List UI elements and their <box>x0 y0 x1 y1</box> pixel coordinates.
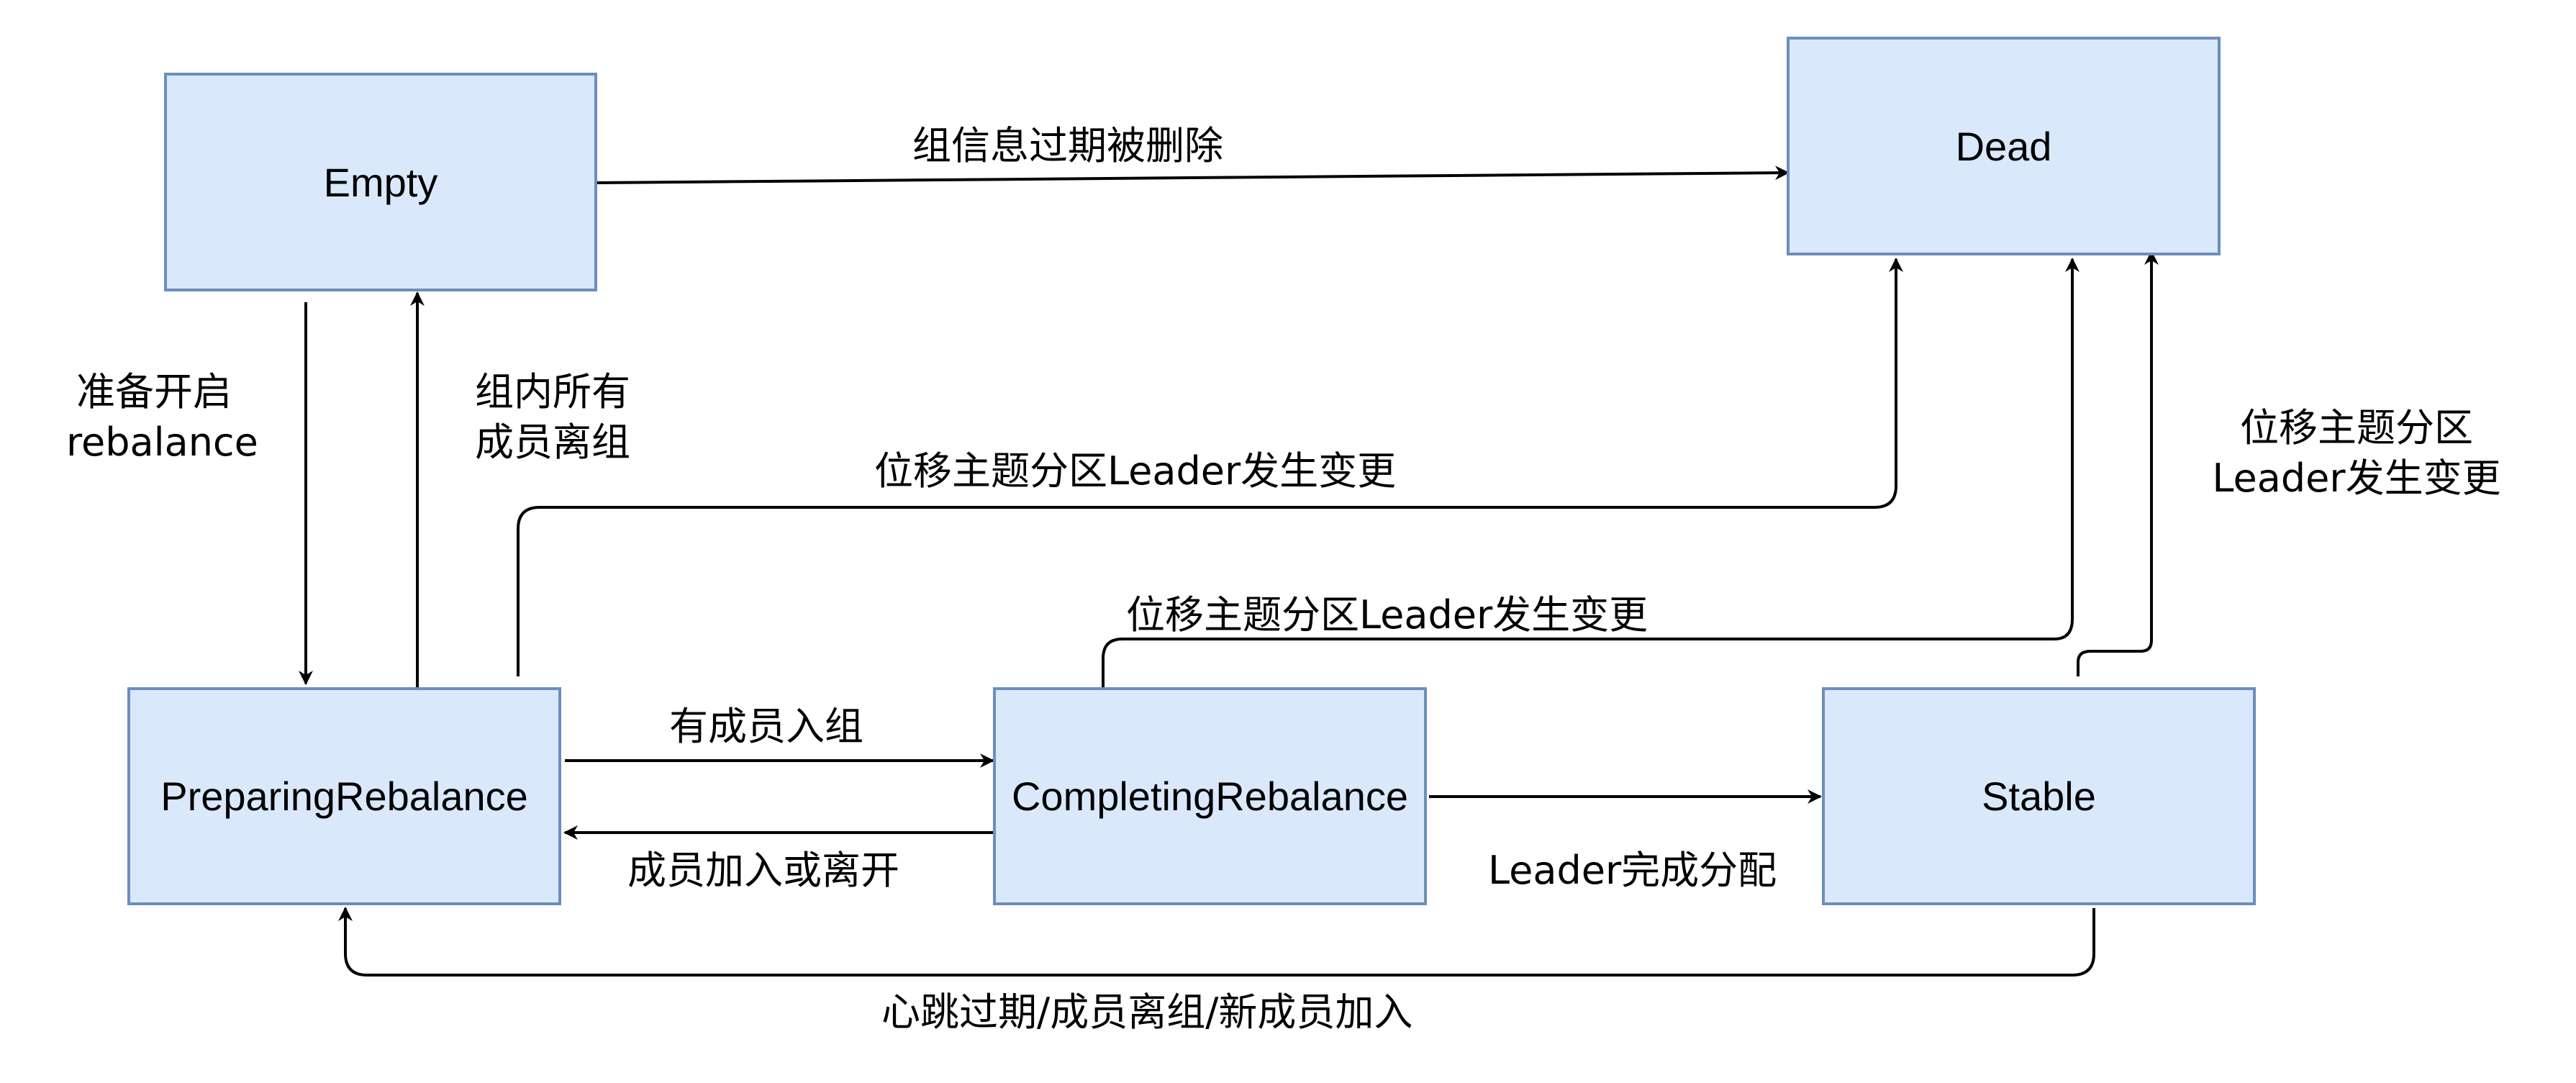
label-preparing-to-empty-line1: 组内所有 <box>475 369 630 414</box>
label-empty-to-preparing: 准备开启 rebalance <box>66 367 268 468</box>
label-stable-to-dead: 位移主题分区 Leader发生变更 <box>2191 403 2522 504</box>
label-preparing-to-empty-line2: 成员离组 <box>475 420 630 465</box>
label-empty-to-preparing-line1: 准备开启 <box>76 369 232 414</box>
state-completing-rebalance: CompletingRebalance <box>993 687 1427 905</box>
label-stable-to-dead-line1: 位移主题分区 <box>2240 405 2473 450</box>
state-dead: Dead <box>1787 37 2221 255</box>
label-completing-to-dead: 位移主题分区Leader发生变更 <box>1126 592 1648 638</box>
label-empty-to-preparing-line2: rebalance <box>66 420 258 465</box>
label-preparing-to-dead: 位移主题分区Leader发生变更 <box>874 448 1397 494</box>
state-preparing-rebalance: PreparingRebalance <box>127 687 561 905</box>
edge-stable-to-preparing <box>338 907 2095 976</box>
label-completing-to-stable: Leader完成分配 <box>1488 848 1777 893</box>
edge-stable-to-dead <box>2077 250 2159 676</box>
label-stable-to-preparing: 心跳过期/成员离组/新成员加入 <box>881 989 1413 1035</box>
edge-completing-to-dead <box>1102 258 2080 687</box>
edge-preparing-to-dead <box>517 258 1903 676</box>
label-preparing-to-empty: 组内所有 成员离组 <box>475 367 630 468</box>
state-empty: Empty <box>164 73 597 291</box>
state-stable: Stable <box>1822 687 2256 905</box>
label-empty-to-dead: 组信息过期被删除 <box>912 123 1223 168</box>
label-preparing-to-completing: 有成员入组 <box>669 704 863 749</box>
edge-empty-to-dead <box>597 166 1790 184</box>
label-stable-to-dead-line2: Leader发生变更 <box>2212 456 2501 501</box>
label-completing-to-preparing: 成员加入或离开 <box>627 848 899 893</box>
